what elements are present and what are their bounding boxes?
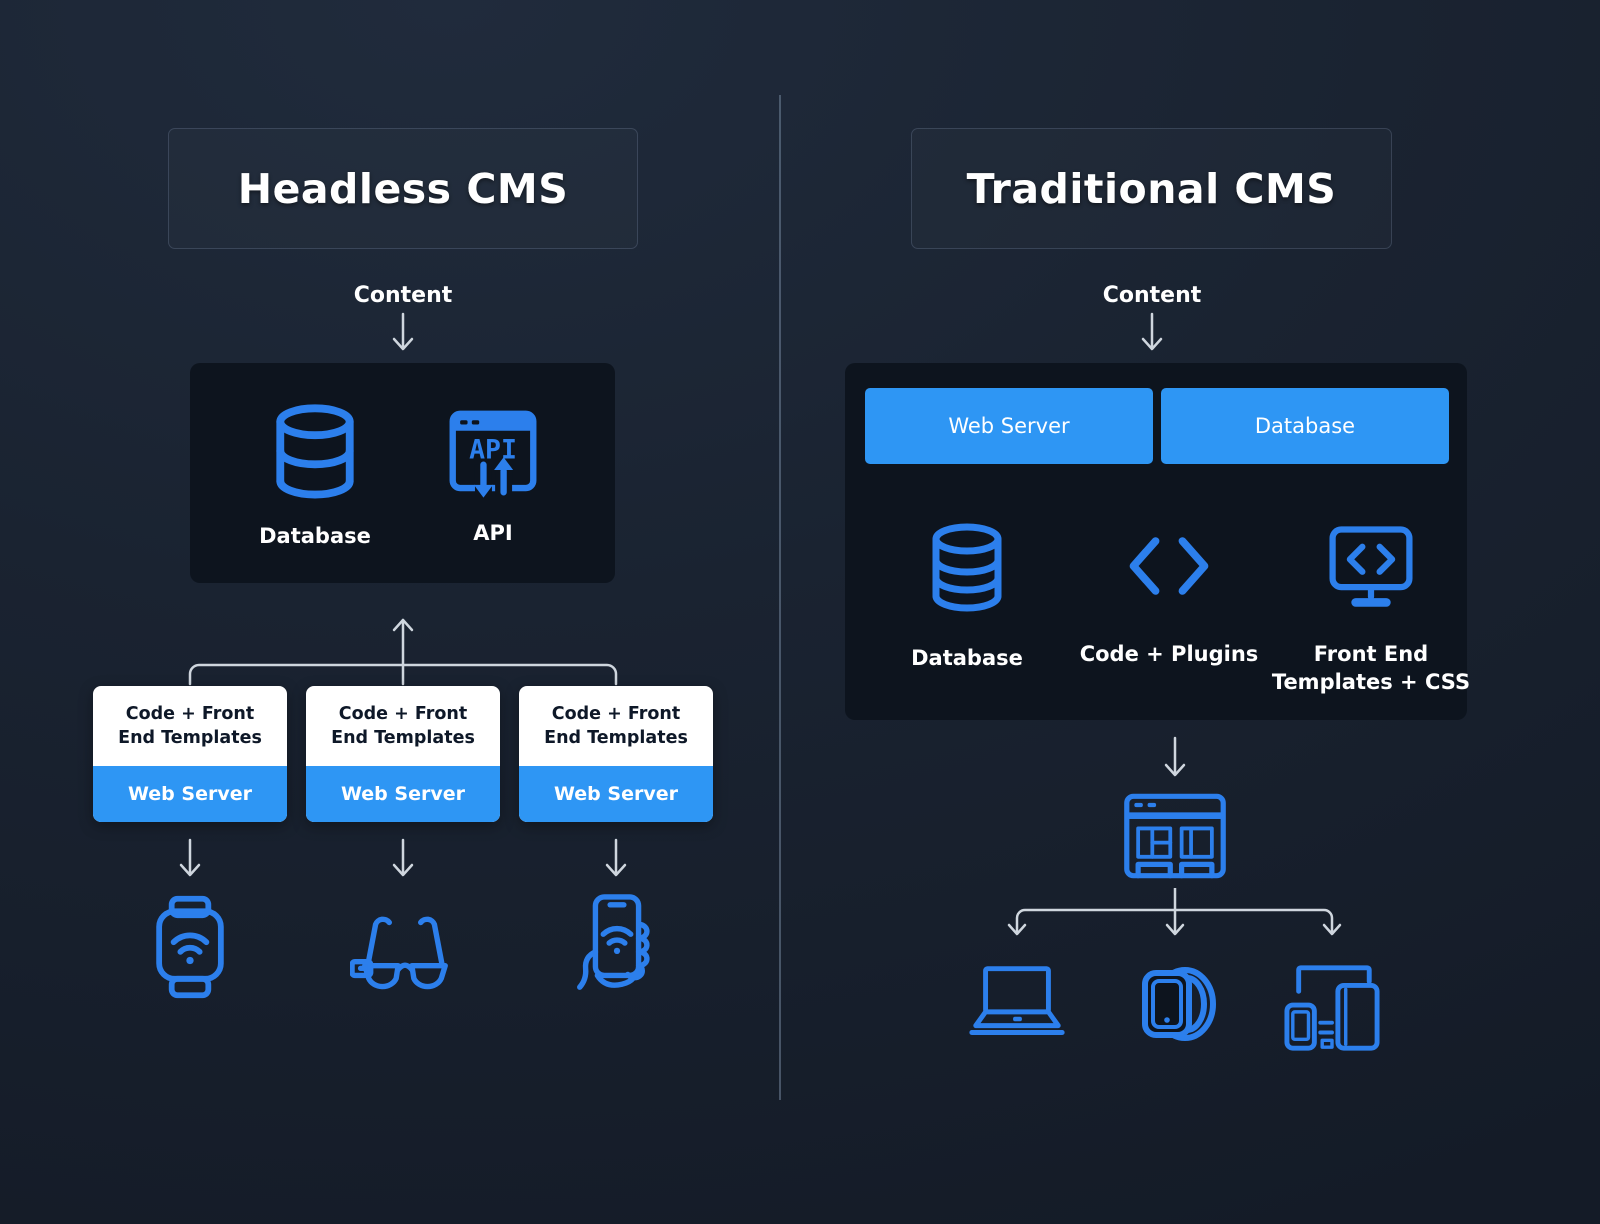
arrow-down-icon xyxy=(1164,736,1186,777)
server-box-1: Code + Front End Templates Web Server xyxy=(93,686,287,822)
branch-connector-down xyxy=(1007,888,1342,936)
database-button: Database xyxy=(1161,388,1449,464)
arrow-down-icon xyxy=(179,838,201,877)
svg-text:API: API xyxy=(469,434,517,465)
browser-window-icon xyxy=(1124,793,1226,879)
server-box-top-label: Code + Front End Templates xyxy=(118,703,262,749)
arrow-down-icon xyxy=(1141,312,1163,351)
traditional-core-panel: Web Server Database Database xyxy=(845,363,1470,720)
server-box-top-label: Code + Front End Templates xyxy=(544,703,688,749)
arrow-down-icon xyxy=(605,838,627,877)
database-icon xyxy=(276,404,354,499)
phone-in-hand-icon xyxy=(577,894,650,990)
server-box-2: Code + Front End Templates Web Server xyxy=(306,686,500,822)
monitor-code-icon xyxy=(1329,526,1413,607)
traditional-cms-title: Traditional CMS xyxy=(911,128,1392,249)
stack-item-code-plugins: Code + Plugins xyxy=(1069,518,1269,668)
branch-connector-up xyxy=(188,618,618,686)
api-label: API xyxy=(473,520,513,545)
code-plugins-label: Code + Plugins xyxy=(1079,642,1259,666)
arrow-down-icon xyxy=(392,838,414,877)
smartwatch-icon xyxy=(156,895,224,999)
laptop-icon xyxy=(969,966,1065,1035)
core-item-api: API API xyxy=(440,399,546,547)
stack-item-frontend: Front End Templates + CSS xyxy=(1271,518,1471,697)
multi-devices-icon xyxy=(1284,965,1380,1051)
smart-glasses-icon xyxy=(350,916,448,990)
headless-core-panel: Database API API xyxy=(190,363,615,583)
server-box-3: Code + Front End Templates Web Server xyxy=(519,686,713,822)
headless-cms-title: Headless CMS xyxy=(168,128,638,249)
content-label-left: Content xyxy=(353,283,453,308)
stack-item-database: Database xyxy=(867,518,1067,672)
arrow-down-icon xyxy=(392,312,414,351)
column-divider xyxy=(779,95,781,1100)
web-server-label: Web Server xyxy=(519,766,713,822)
database-label: Database xyxy=(911,646,1023,670)
web-server-label: Web Server xyxy=(93,766,287,822)
code-icon xyxy=(1129,537,1209,595)
round-smartwatch-icon xyxy=(1142,967,1216,1041)
web-server-button: Web Server xyxy=(865,388,1153,464)
database-label: Database xyxy=(259,523,371,548)
api-icon: API xyxy=(449,410,537,498)
core-item-database: Database xyxy=(259,396,371,550)
database-icon xyxy=(932,523,1002,612)
server-box-top-label: Code + Front End Templates xyxy=(331,703,475,749)
web-server-label: Web Server xyxy=(306,766,500,822)
content-label-right: Content xyxy=(1102,283,1202,308)
frontend-templates-label: Front End Templates + CSS xyxy=(1271,642,1471,695)
